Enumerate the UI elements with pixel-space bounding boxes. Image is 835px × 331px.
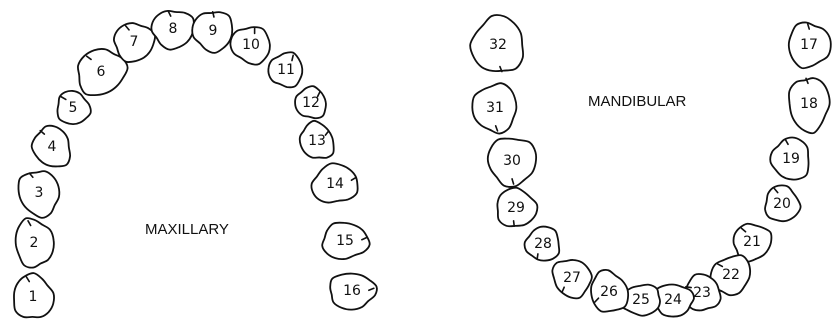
tooth-18: 18 — [789, 78, 830, 133]
tooth-9: 9 — [189, 9, 234, 55]
tooth-number: 30 — [503, 153, 521, 169]
tooth-number: 4 — [48, 139, 57, 155]
tooth-number: 1 — [29, 289, 38, 305]
tooth-number: 22 — [722, 267, 740, 283]
tooth-31: 31 — [471, 82, 517, 134]
maxillary-label: MAXILLARY — [145, 221, 229, 238]
tooth-15: 15 — [321, 222, 370, 260]
tooth-number: 19 — [782, 151, 800, 167]
tooth-16: 16 — [330, 274, 377, 310]
tooth-number: 3 — [35, 185, 44, 201]
tooth-number: 29 — [507, 200, 525, 216]
tooth-number: 14 — [326, 176, 344, 192]
tooth-number: 21 — [743, 234, 761, 250]
tooth-number: 6 — [97, 64, 106, 80]
tooth-number: 7 — [130, 34, 139, 50]
tooth-29: 29 — [492, 184, 541, 233]
tooth-number: 15 — [336, 233, 354, 249]
tooth-number: 2 — [30, 235, 39, 251]
mandibular-label: MANDIBULAR — [588, 93, 686, 110]
tooth-2: 2 — [12, 215, 57, 270]
tooth-number: 24 — [664, 292, 682, 308]
tooth-8: 8 — [150, 9, 196, 52]
tooth-30: 30 — [485, 137, 537, 189]
tooth-number: 9 — [209, 23, 218, 39]
tooth-number: 32 — [489, 37, 507, 53]
tooth-number: 28 — [534, 236, 552, 252]
tooth-4: 4 — [26, 120, 79, 176]
tooth-number: 16 — [343, 283, 361, 299]
tooth-number: 5 — [69, 100, 78, 116]
tooth-19: 19 — [768, 135, 812, 182]
tooth-3: 3 — [14, 166, 67, 223]
tooth-13: 13 — [293, 116, 340, 166]
tooth-number: 23 — [693, 285, 711, 301]
tooth-14: 14 — [308, 160, 360, 206]
tooth-number: 25 — [632, 292, 650, 308]
tooth-number: 12 — [302, 95, 320, 111]
tooth-number: 31 — [486, 100, 504, 116]
tooth-number: 11 — [277, 62, 295, 78]
tooth-32: 32 — [470, 15, 523, 71]
tooth-number: 13 — [308, 133, 326, 149]
tooth-20: 20 — [759, 181, 804, 226]
tooth-number: 27 — [563, 270, 581, 286]
tooth-number: 18 — [800, 96, 818, 112]
tooth-number: 26 — [600, 284, 618, 300]
tooth-number: 20 — [773, 196, 791, 212]
tooth-17: 17 — [787, 21, 833, 70]
tooth-28: 28 — [520, 220, 567, 267]
tooth-number: 8 — [169, 21, 178, 37]
tooth-1: 1 — [9, 270, 57, 321]
tooth-number: 17 — [800, 37, 818, 53]
tooth-12: 12 — [290, 82, 334, 126]
tooth-number: 10 — [242, 37, 260, 53]
